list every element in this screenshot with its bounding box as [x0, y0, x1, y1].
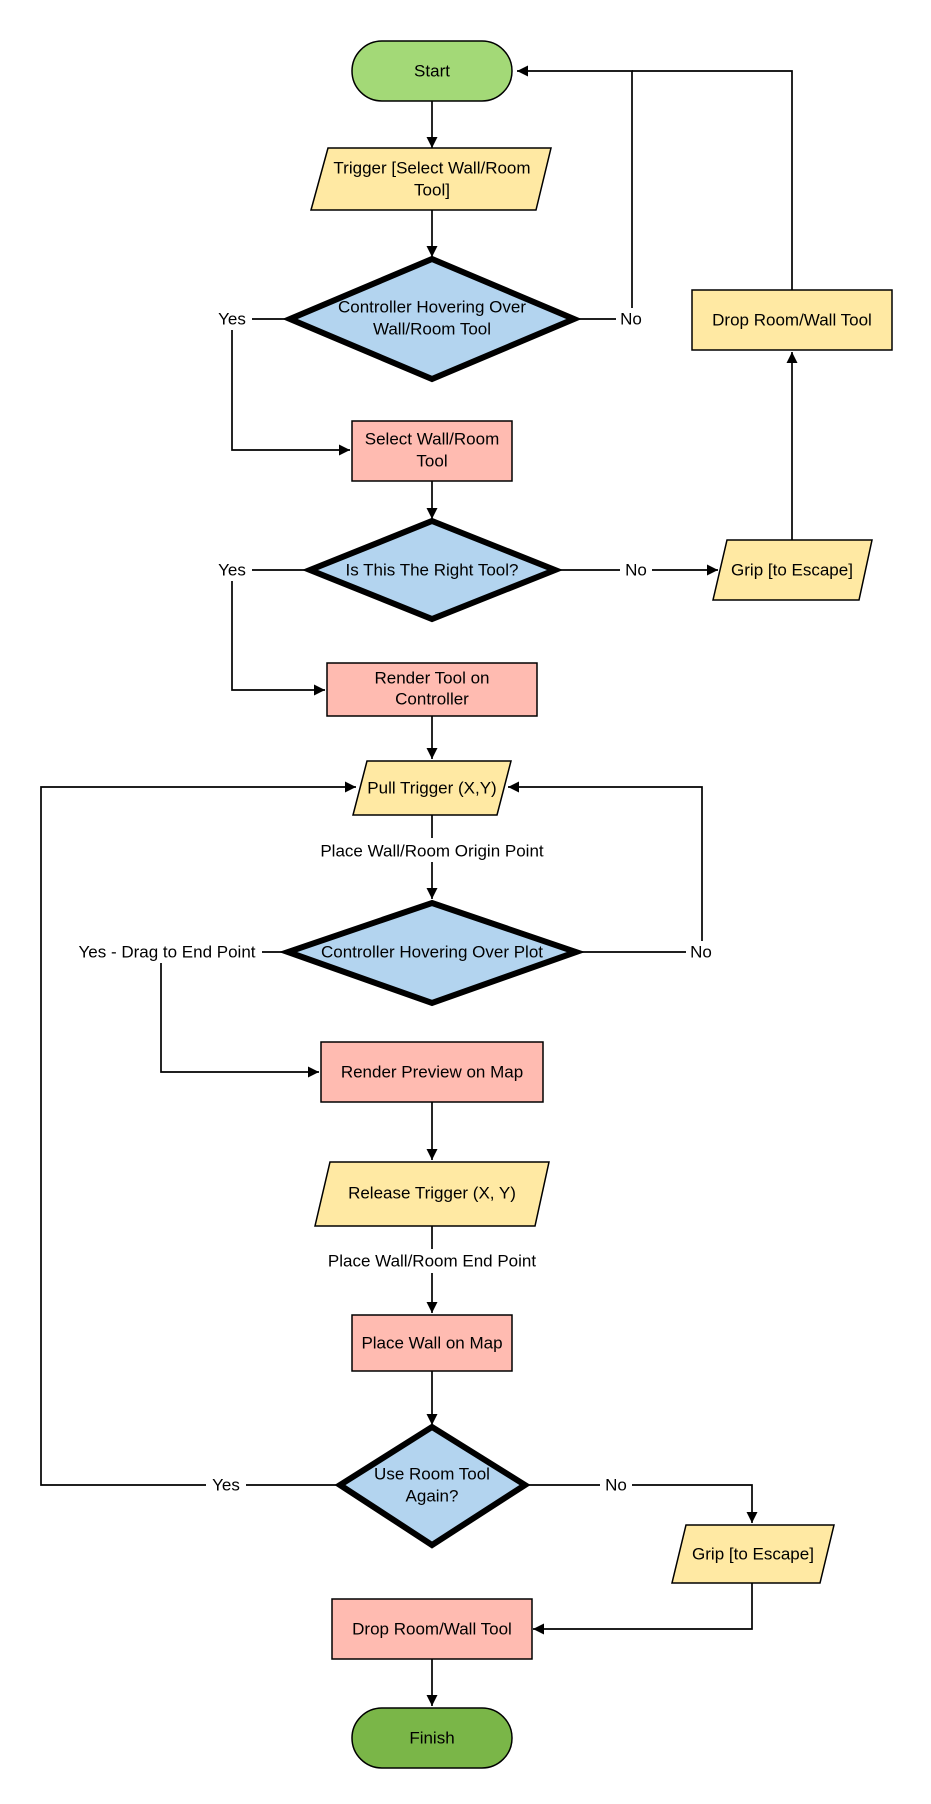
- grip-escape-2-shape: [671, 1524, 835, 1584]
- edge-label-use-again-yes: Yes: [212, 1476, 240, 1495]
- edge-label-right-tool-no: No: [625, 561, 647, 580]
- edge-label-hover-plot-yes: Yes - Drag to End Point: [78, 943, 255, 962]
- hover-plot-decision: Controller Hovering Over Plot: [278, 899, 586, 1007]
- render-tool-label-line-2: Controller: [395, 690, 469, 709]
- pull-trigger-node: Pull Trigger (X,Y): [352, 760, 512, 816]
- use-again-label-line-2: Again?: [406, 1487, 459, 1506]
- use-again-decision: Use Room Tool Again?: [334, 1423, 531, 1549]
- edge-use-again-no-to-grip: [527, 1484, 758, 1523]
- edge-use-again-yes-to-pull-trigger: [40, 781, 356, 1486]
- edge-drop-tool-to-start: [632, 70, 793, 290]
- render-tool-shape: [326, 662, 538, 717]
- render-tool-node: Render Tool on Controller: [326, 662, 538, 717]
- place-wall-shape: [351, 1314, 513, 1372]
- select-tool-label-line-2: Tool: [416, 452, 447, 471]
- place-wall-label: Place Wall on Map: [361, 1334, 502, 1353]
- grip-escape-1-node: Grip [to Escape]: [712, 539, 873, 601]
- select-tool-node: Select Wall/Room Tool: [351, 420, 513, 482]
- pull-trigger-shape: [352, 760, 512, 816]
- select-tool-shape: [351, 420, 513, 482]
- edge-label-hover-tool-no: No: [620, 310, 642, 329]
- hover-plot-shape: [278, 899, 586, 1007]
- grip-escape-1-shape: [712, 539, 873, 601]
- nodes: Start Trigger [Select Wall/Room Tool] Co…: [278, 40, 893, 1769]
- edge-right-tool-yes-to-render: [231, 569, 325, 696]
- edge-label-right-tool-yes: Yes: [218, 561, 246, 580]
- render-preview-label: Render Preview on Map: [341, 1063, 523, 1082]
- hover-tool-decision: Controller Hovering Over Wall/Room Tool: [282, 255, 582, 383]
- trigger-select-label-line-2: Tool]: [414, 181, 450, 200]
- trigger-select-shape: [310, 147, 552, 211]
- render-preview-shape: [320, 1041, 544, 1103]
- finish-label: Finish: [409, 1729, 454, 1748]
- grip-escape-1-label: Grip [to Escape]: [731, 561, 853, 580]
- release-trigger-label: Release Trigger (X, Y): [348, 1184, 516, 1203]
- hover-tool-label-line-2: Wall/Room Tool: [373, 320, 491, 339]
- edge-hover-plot-yes-to-preview: [160, 951, 319, 1078]
- finish-shape: [351, 1707, 513, 1769]
- drop-tool-bottom-shape: [331, 1598, 533, 1660]
- finish-node: Finish: [351, 1707, 513, 1769]
- drop-tool-top-shape: [691, 289, 893, 351]
- release-trigger-node: Release Trigger (X, Y): [314, 1161, 550, 1227]
- select-tool-label-line-1: Select Wall/Room: [365, 430, 499, 449]
- hover-plot-label: Controller Hovering Over Plot: [321, 943, 543, 962]
- place-wall-node: Place Wall on Map: [351, 1314, 513, 1372]
- edge-label-hover-tool-yes: Yes: [218, 310, 246, 329]
- edge-hover-tool-no-to-start: [517, 65, 633, 320]
- edge-label-end-point: Place Wall/Room End Point: [328, 1252, 536, 1271]
- trigger-select-node: Trigger [Select Wall/Room Tool]: [310, 147, 552, 211]
- edge-label-use-again-no: No: [605, 1476, 627, 1495]
- use-again-shape: [334, 1423, 531, 1549]
- start-node: Start: [351, 40, 513, 102]
- edge-label-origin-point: Place Wall/Room Origin Point: [320, 842, 544, 861]
- drop-tool-bottom-node: Drop Room/Wall Tool: [331, 1598, 533, 1660]
- drop-tool-top-label: Drop Room/Wall Tool: [712, 311, 872, 330]
- trigger-select-label-line-1: Trigger [Select Wall/Room: [333, 159, 530, 178]
- pull-trigger-label: Pull Trigger (X,Y): [367, 779, 496, 798]
- render-preview-node: Render Preview on Map: [320, 1041, 544, 1103]
- drop-tool-bottom-label: Drop Room/Wall Tool: [352, 1620, 512, 1639]
- release-trigger-shape: [314, 1161, 550, 1227]
- grip-escape-2-node: Grip [to Escape]: [671, 1524, 835, 1584]
- start-label: Start: [414, 62, 450, 81]
- start-shape: [351, 40, 513, 102]
- right-tool-decision: Is This The Right Tool?: [301, 517, 564, 623]
- hover-tool-shape: [282, 255, 582, 383]
- edges: [40, 65, 798, 1706]
- edge-hover-plot-no-to-pull-trigger: [508, 781, 703, 953]
- edge-labels: Yes No Yes No Place Wall/Room Origin Poi…: [68, 308, 718, 1496]
- grip-escape-2-label: Grip [to Escape]: [692, 1545, 814, 1564]
- use-again-label-line-1: Use Room Tool: [374, 1465, 490, 1484]
- drop-tool-top-node: Drop Room/Wall Tool: [691, 289, 893, 351]
- edge-label-hover-plot-no: No: [690, 943, 712, 962]
- right-tool-label: Is This The Right Tool?: [346, 561, 519, 580]
- right-tool-shape: [301, 517, 564, 623]
- edge-grip-to-drop-tool-bottom: [533, 1583, 753, 1635]
- hover-tool-label-line-1: Controller Hovering Over: [338, 298, 526, 317]
- render-tool-label-line-1: Render Tool on: [375, 669, 490, 688]
- edge-hover-tool-yes-to-select: [231, 318, 350, 456]
